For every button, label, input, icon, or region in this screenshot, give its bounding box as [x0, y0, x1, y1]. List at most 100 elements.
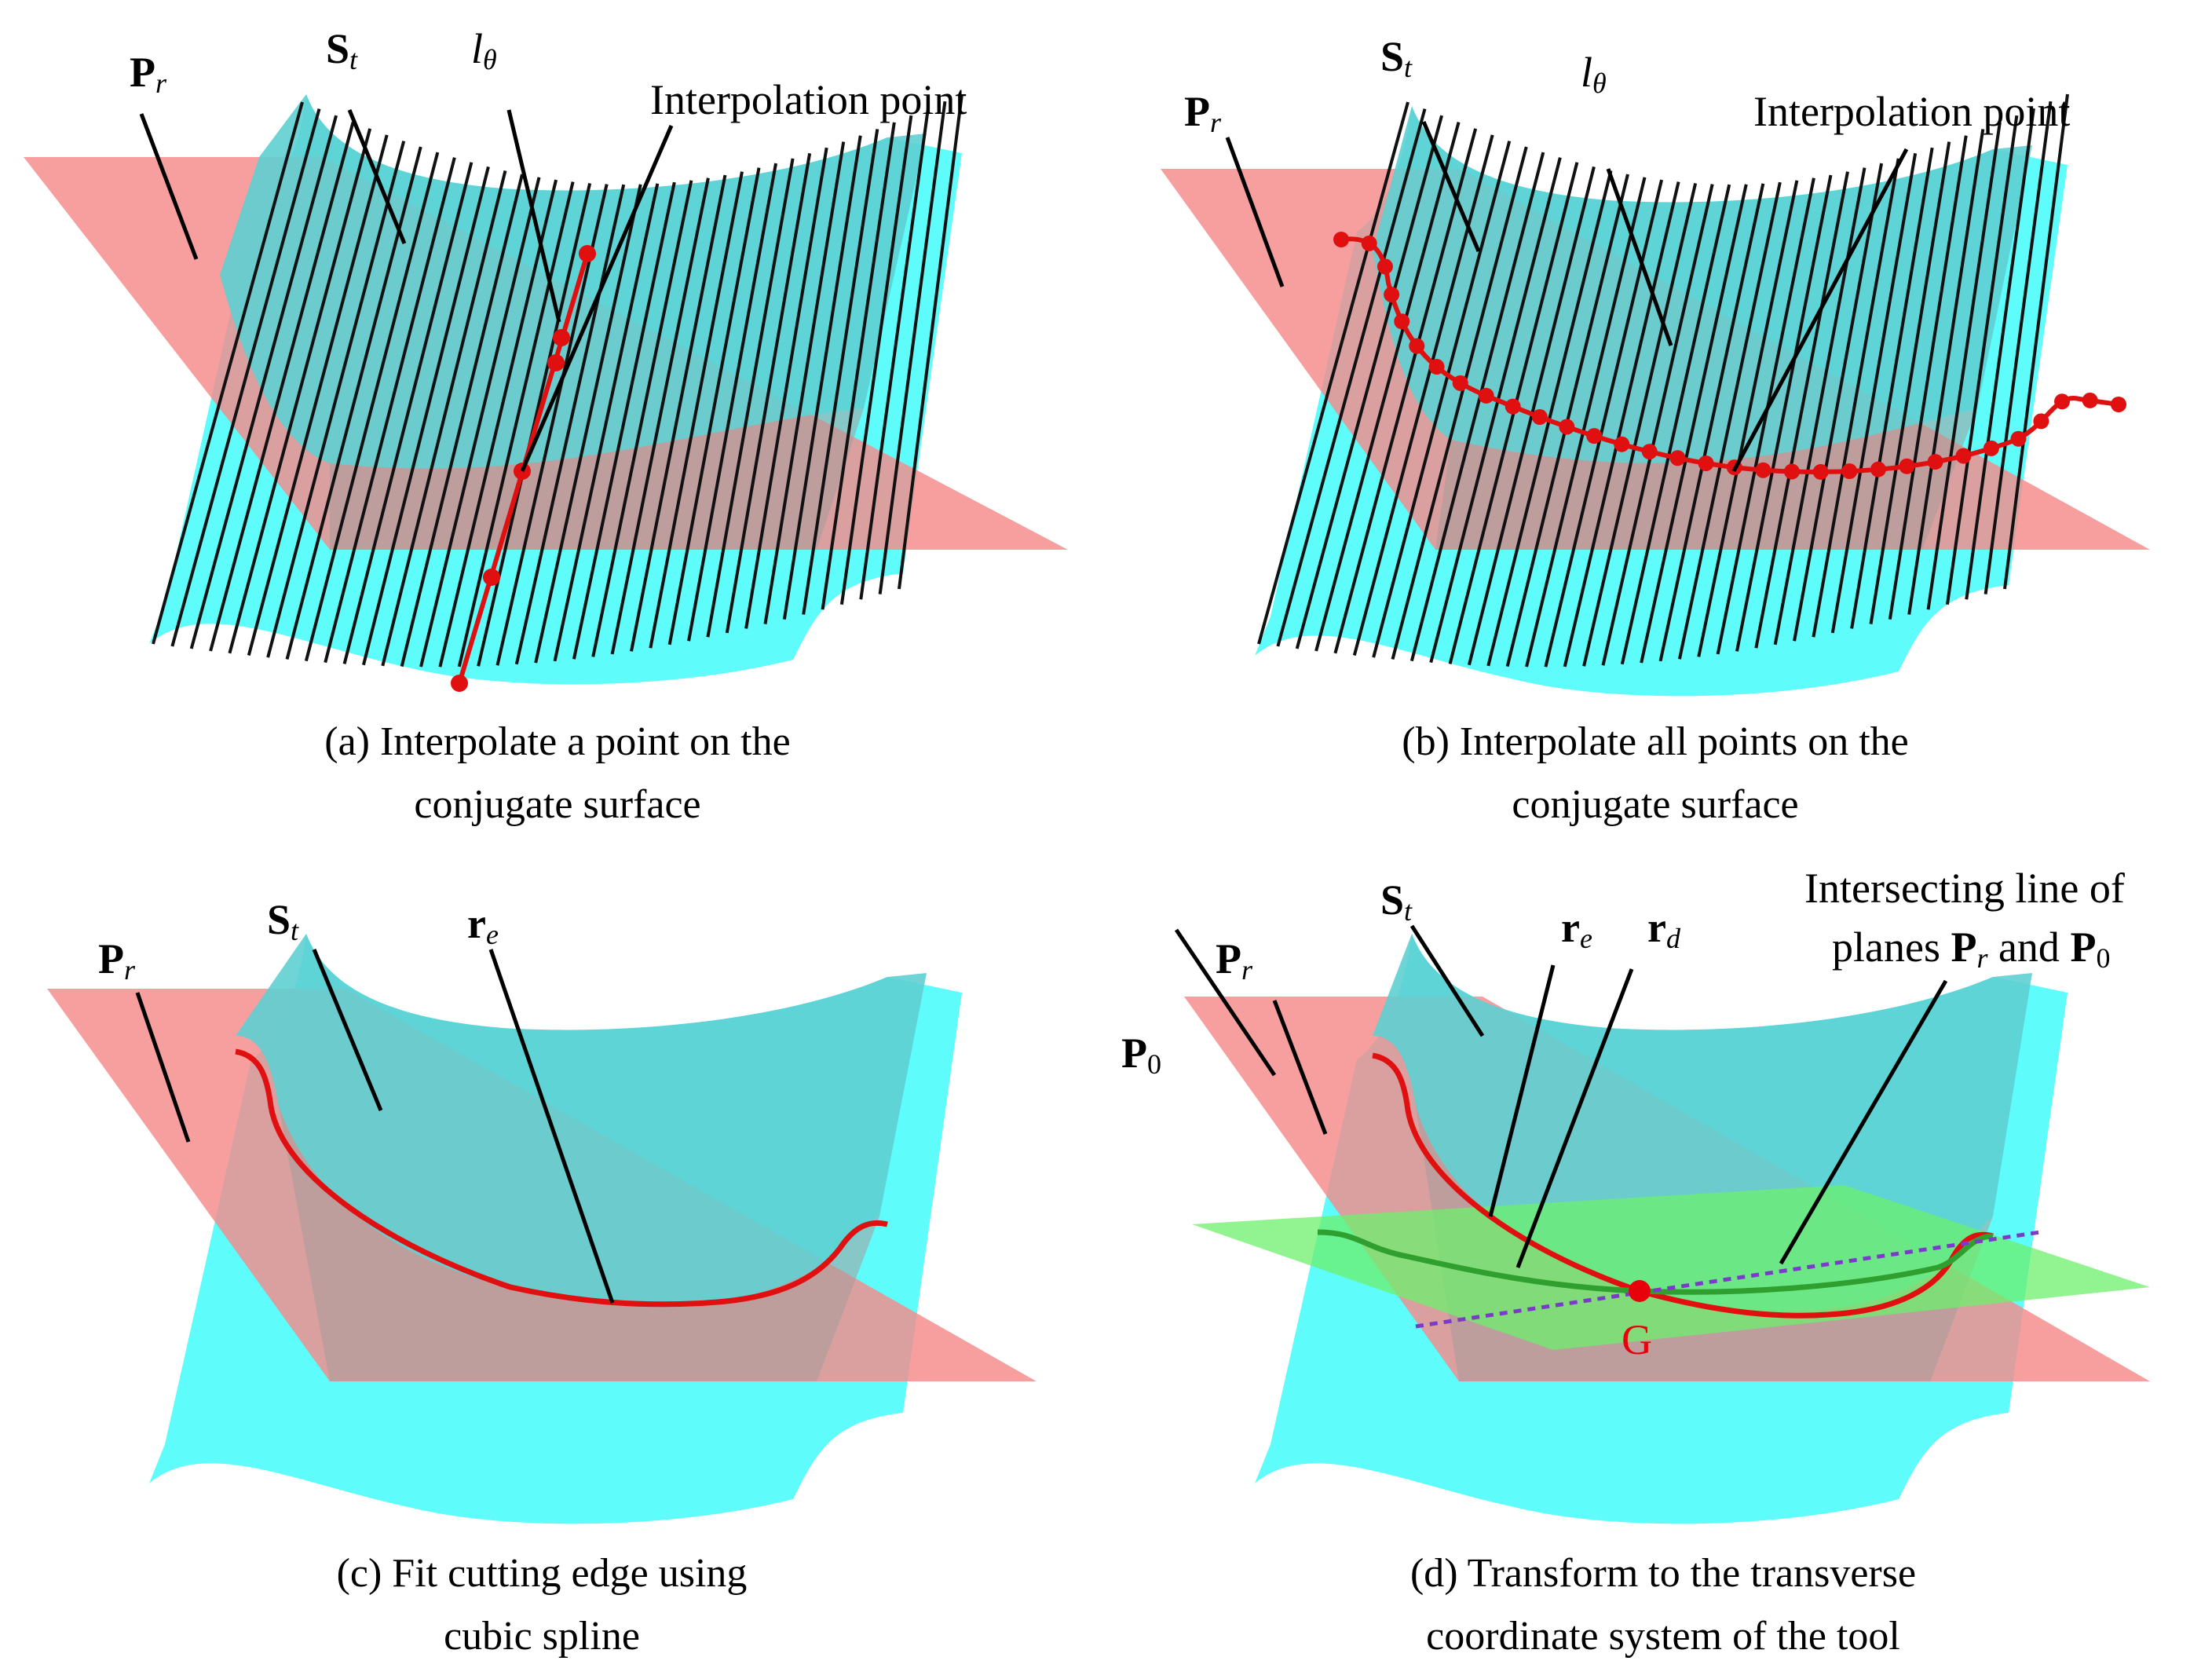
- panel-c-figure: [47, 934, 1037, 1524]
- ruling-line: [1716, 177, 1815, 655]
- ruling-line: [228, 128, 372, 654]
- ruling-line: [610, 177, 710, 655]
- plane-p0: [1192, 1185, 2150, 1350]
- label-pr: Pr: [98, 935, 136, 986]
- ruling-line: [1697, 180, 1799, 657]
- leader-interp: [1731, 148, 1909, 473]
- ruling-line: [457, 181, 575, 668]
- interp-marker: [1452, 375, 1468, 391]
- leader-st: [312, 949, 383, 1111]
- ruling-line: [324, 157, 456, 664]
- interp-marker: [1409, 338, 1425, 354]
- ruling-line: [1793, 163, 1884, 642]
- leader-pr: [135, 992, 191, 1143]
- label-g: G: [1622, 1316, 1652, 1363]
- interp-marker: [1870, 461, 1886, 477]
- ruling-line: [1830, 152, 1918, 634]
- label-pr: Pr: [1184, 88, 1222, 138]
- interp-marker: [553, 329, 570, 346]
- interp-marker: [1377, 258, 1393, 275]
- ruling-line: [1812, 158, 1900, 638]
- caption-a: (a) Interpolate a point on the conjugate…: [324, 719, 791, 827]
- label-interp: Interpolation point: [650, 76, 967, 123]
- ruling-line: [706, 158, 795, 638]
- ruling-line: [687, 163, 778, 642]
- leader-l: [506, 109, 561, 323]
- panel-a: Pr St lθ Interpolation point (a) Interpo…: [0, 0, 1106, 840]
- ruling-line: [802, 129, 879, 615]
- ruling-line: [667, 167, 761, 646]
- ruling-line: [878, 101, 947, 594]
- ruling-line: [572, 181, 676, 660]
- ruling-line: [1926, 122, 2002, 610]
- ruling-line: [247, 134, 389, 657]
- ruling-line: [1563, 181, 1680, 668]
- surface-st-upper: [1373, 106, 2032, 463]
- interp-marker: [1812, 463, 1829, 480]
- ruling-line: [152, 101, 304, 645]
- ruling-line: [859, 108, 930, 600]
- interp-marker: [547, 354, 565, 371]
- interp-marker: [1559, 419, 1575, 435]
- ruling-line: [514, 184, 626, 665]
- label-st: St: [267, 896, 299, 946]
- ruling-line: [438, 179, 558, 668]
- interp-marker: [1478, 387, 1494, 404]
- interp-marker: [1841, 463, 1858, 480]
- interp-marker: [1614, 436, 1630, 452]
- ruling-line: [304, 152, 440, 662]
- surface-st-lower: [1435, 408, 1977, 550]
- caption-c: (c) Fit cutting edge using cubic spline: [336, 1551, 748, 1659]
- interp-marker: [1983, 440, 1999, 456]
- label-intersect-line2: planes Pr and P0: [1832, 924, 2111, 974]
- label-pr: Pr: [1216, 935, 1253, 986]
- ruling-line: [1983, 101, 2053, 594]
- label-p0: P0: [1121, 1030, 1161, 1080]
- ruling-line: [266, 141, 406, 658]
- ruling-line: [381, 170, 507, 667]
- ruling-line: [1333, 128, 1478, 654]
- ruling-line: [170, 108, 321, 647]
- ruling-line: [553, 183, 660, 662]
- ruling-line: [1582, 182, 1698, 667]
- label-intersect-line1: Intersecting line of: [1804, 865, 2125, 912]
- ruling-line: [419, 177, 541, 668]
- interp-marker: [2054, 393, 2071, 410]
- cutting-edge-re: [235, 1048, 888, 1308]
- interp-marker: [1755, 462, 1771, 478]
- ruling-line: [1754, 171, 1849, 649]
- ruling-line: [1276, 108, 1427, 647]
- caption-d: (d) Transform to the transverse coordina…: [1409, 1551, 1917, 1659]
- interp-marker: [1361, 235, 1377, 251]
- leader-rd: [1515, 968, 1634, 1268]
- leader-re: [1488, 964, 1556, 1217]
- ruling-line: [1640, 184, 1748, 664]
- ruling-line: [1372, 141, 1512, 658]
- interp-marker: [1641, 444, 1658, 460]
- ruling-line: [1295, 115, 1444, 649]
- interp-marker: [1955, 448, 1972, 464]
- ruling-line: [1409, 152, 1545, 662]
- leader-pr: [139, 113, 199, 260]
- interp-marker: [1531, 409, 1548, 426]
- label-st: St: [1380, 876, 1413, 927]
- interp-marker: [1927, 454, 1943, 470]
- leader-l: [1606, 168, 1673, 346]
- surface-st-upper: [220, 94, 927, 469]
- ruling-line: [342, 162, 473, 664]
- ruling-line: [362, 166, 490, 666]
- ruling-line: [1735, 174, 1833, 652]
- ruling-line: [725, 152, 812, 634]
- ruling-line: [763, 141, 846, 624]
- label-re: re: [1561, 904, 1592, 954]
- caption-b: (b) Interpolate all points on the conjug…: [1402, 719, 1909, 827]
- leader-interp: [520, 125, 674, 472]
- interp-markers: [1333, 232, 2126, 480]
- ruling-line: [1314, 122, 1461, 652]
- ruling-line: [630, 174, 727, 652]
- ruling-line: [1888, 135, 1968, 620]
- ruling-line: [1429, 157, 1562, 664]
- interp-marker: [1586, 428, 1603, 444]
- interp-marker: [451, 675, 468, 692]
- ruling-line: [1850, 147, 1934, 629]
